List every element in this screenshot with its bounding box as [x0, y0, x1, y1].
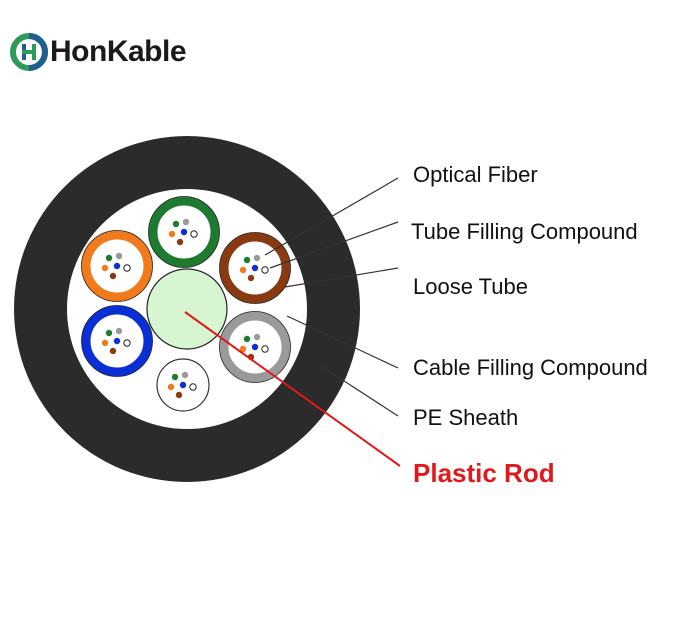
- honkable-h-logo-icon: [10, 33, 48, 71]
- optical-fiber: [115, 327, 123, 335]
- optical-fiber: [171, 373, 179, 381]
- optical-fiber: [239, 266, 247, 274]
- optical-fiber: [243, 335, 251, 343]
- optical-fiber: [109, 347, 117, 355]
- optical-fiber: [168, 230, 176, 238]
- optical-fiber: [101, 264, 109, 272]
- optical-fiber: [113, 337, 121, 345]
- optical-fiber: [190, 230, 198, 238]
- label-optical-fiber: Optical Fiber: [413, 162, 538, 187]
- label-plastic-rod: Plastic Rod: [413, 458, 555, 488]
- optical-fiber: [253, 254, 261, 262]
- optical-fiber: [181, 371, 189, 379]
- optical-fiber: [251, 264, 259, 272]
- brand-name: HonKable: [50, 35, 187, 68]
- optical-fiber: [253, 333, 261, 341]
- optical-fiber: [261, 345, 269, 353]
- leader-plastic-rod: [184, 311, 401, 467]
- optical-fiber: [182, 218, 190, 226]
- label-pe-sheath: PE Sheath: [413, 405, 519, 430]
- optical-fiber: [175, 391, 183, 399]
- optical-fiber: [167, 383, 175, 391]
- loose-tube-white: [151, 353, 215, 417]
- label-tube-filling-compound: Tube Filling Compound: [411, 219, 638, 244]
- label-loose-tube: Loose Tube: [413, 274, 528, 299]
- optical-fiber: [105, 329, 113, 337]
- optical-fiber: [247, 274, 255, 282]
- optical-fiber: [251, 343, 259, 351]
- optical-fiber: [239, 345, 247, 353]
- optical-fiber: [176, 238, 184, 246]
- loose-tube-blue: [81, 305, 153, 377]
- optical-fiber: [105, 254, 113, 262]
- optical-fiber: [180, 228, 188, 236]
- loose-tube-brown: [219, 232, 291, 304]
- optical-fiber: [243, 256, 251, 264]
- leader-cable-filling: [286, 315, 399, 369]
- optical-fiber: [101, 339, 109, 347]
- leader-tube-filling: [269, 221, 399, 269]
- optical-fiber: [115, 252, 123, 260]
- leader-loose-tube: [284, 267, 399, 288]
- leader-optical-fiber: [264, 177, 399, 256]
- loose-tube-green: [148, 196, 220, 268]
- optical-fiber: [123, 339, 131, 347]
- optical-fiber: [261, 266, 269, 274]
- optical-fiber: [123, 264, 131, 272]
- optical-fiber: [179, 381, 187, 389]
- plastic-rod: [146, 268, 228, 350]
- leader-lines: [264, 177, 399, 417]
- optical-fiber: [172, 220, 180, 228]
- optical-fiber: [189, 383, 197, 391]
- optical-fiber: [109, 272, 117, 280]
- loose-tube-orange: [81, 230, 153, 302]
- optical-fiber: [113, 262, 121, 270]
- leader-pe-sheath: [317, 363, 399, 417]
- loose-tube-gray: [219, 311, 291, 383]
- label-cable-filling-compound: Cable Filling Compound: [413, 355, 648, 380]
